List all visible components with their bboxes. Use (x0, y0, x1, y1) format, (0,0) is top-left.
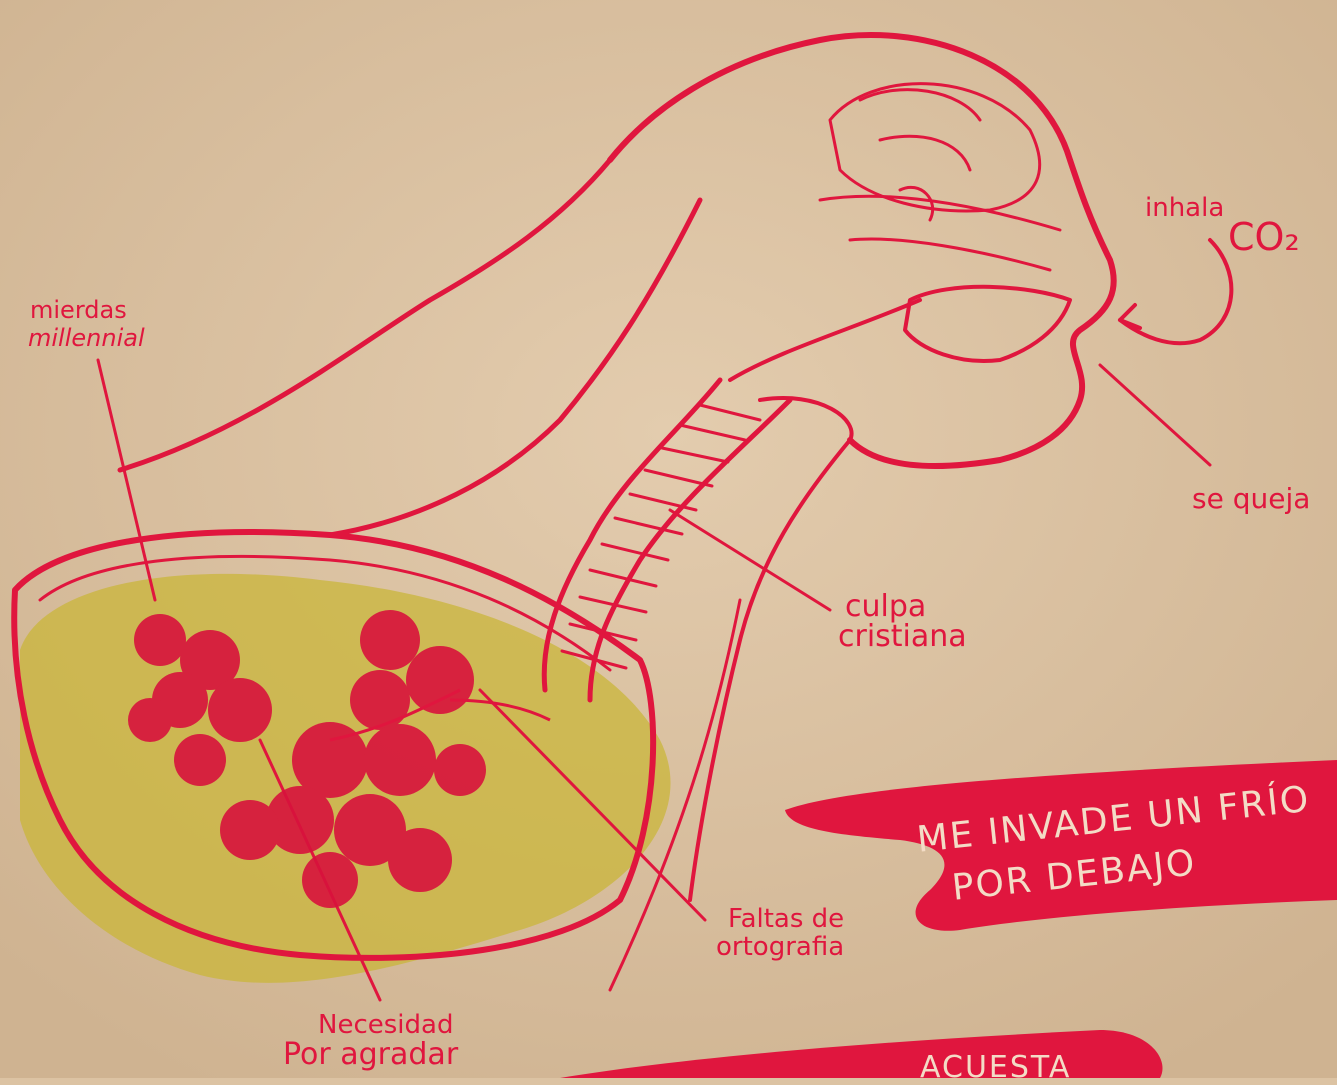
label-co2: CO₂ (1228, 218, 1300, 256)
label-millennial: millennial (28, 326, 145, 350)
label-culpa: culpa (845, 592, 926, 622)
label-mierdas: mierdas (30, 298, 127, 322)
label-se-queja: se queja (1192, 485, 1310, 513)
label-faltas-de: Faltas de (728, 906, 844, 932)
label-ortografia: ortografia (716, 934, 844, 960)
label-inhala: inhala (1145, 195, 1224, 221)
label-cristiana: cristiana (838, 622, 967, 652)
label-por-agradar: Por agradar (283, 1040, 458, 1070)
banner-partial: ACUESTA (920, 1050, 1071, 1085)
label-necesidad: Necesidad (318, 1012, 453, 1038)
